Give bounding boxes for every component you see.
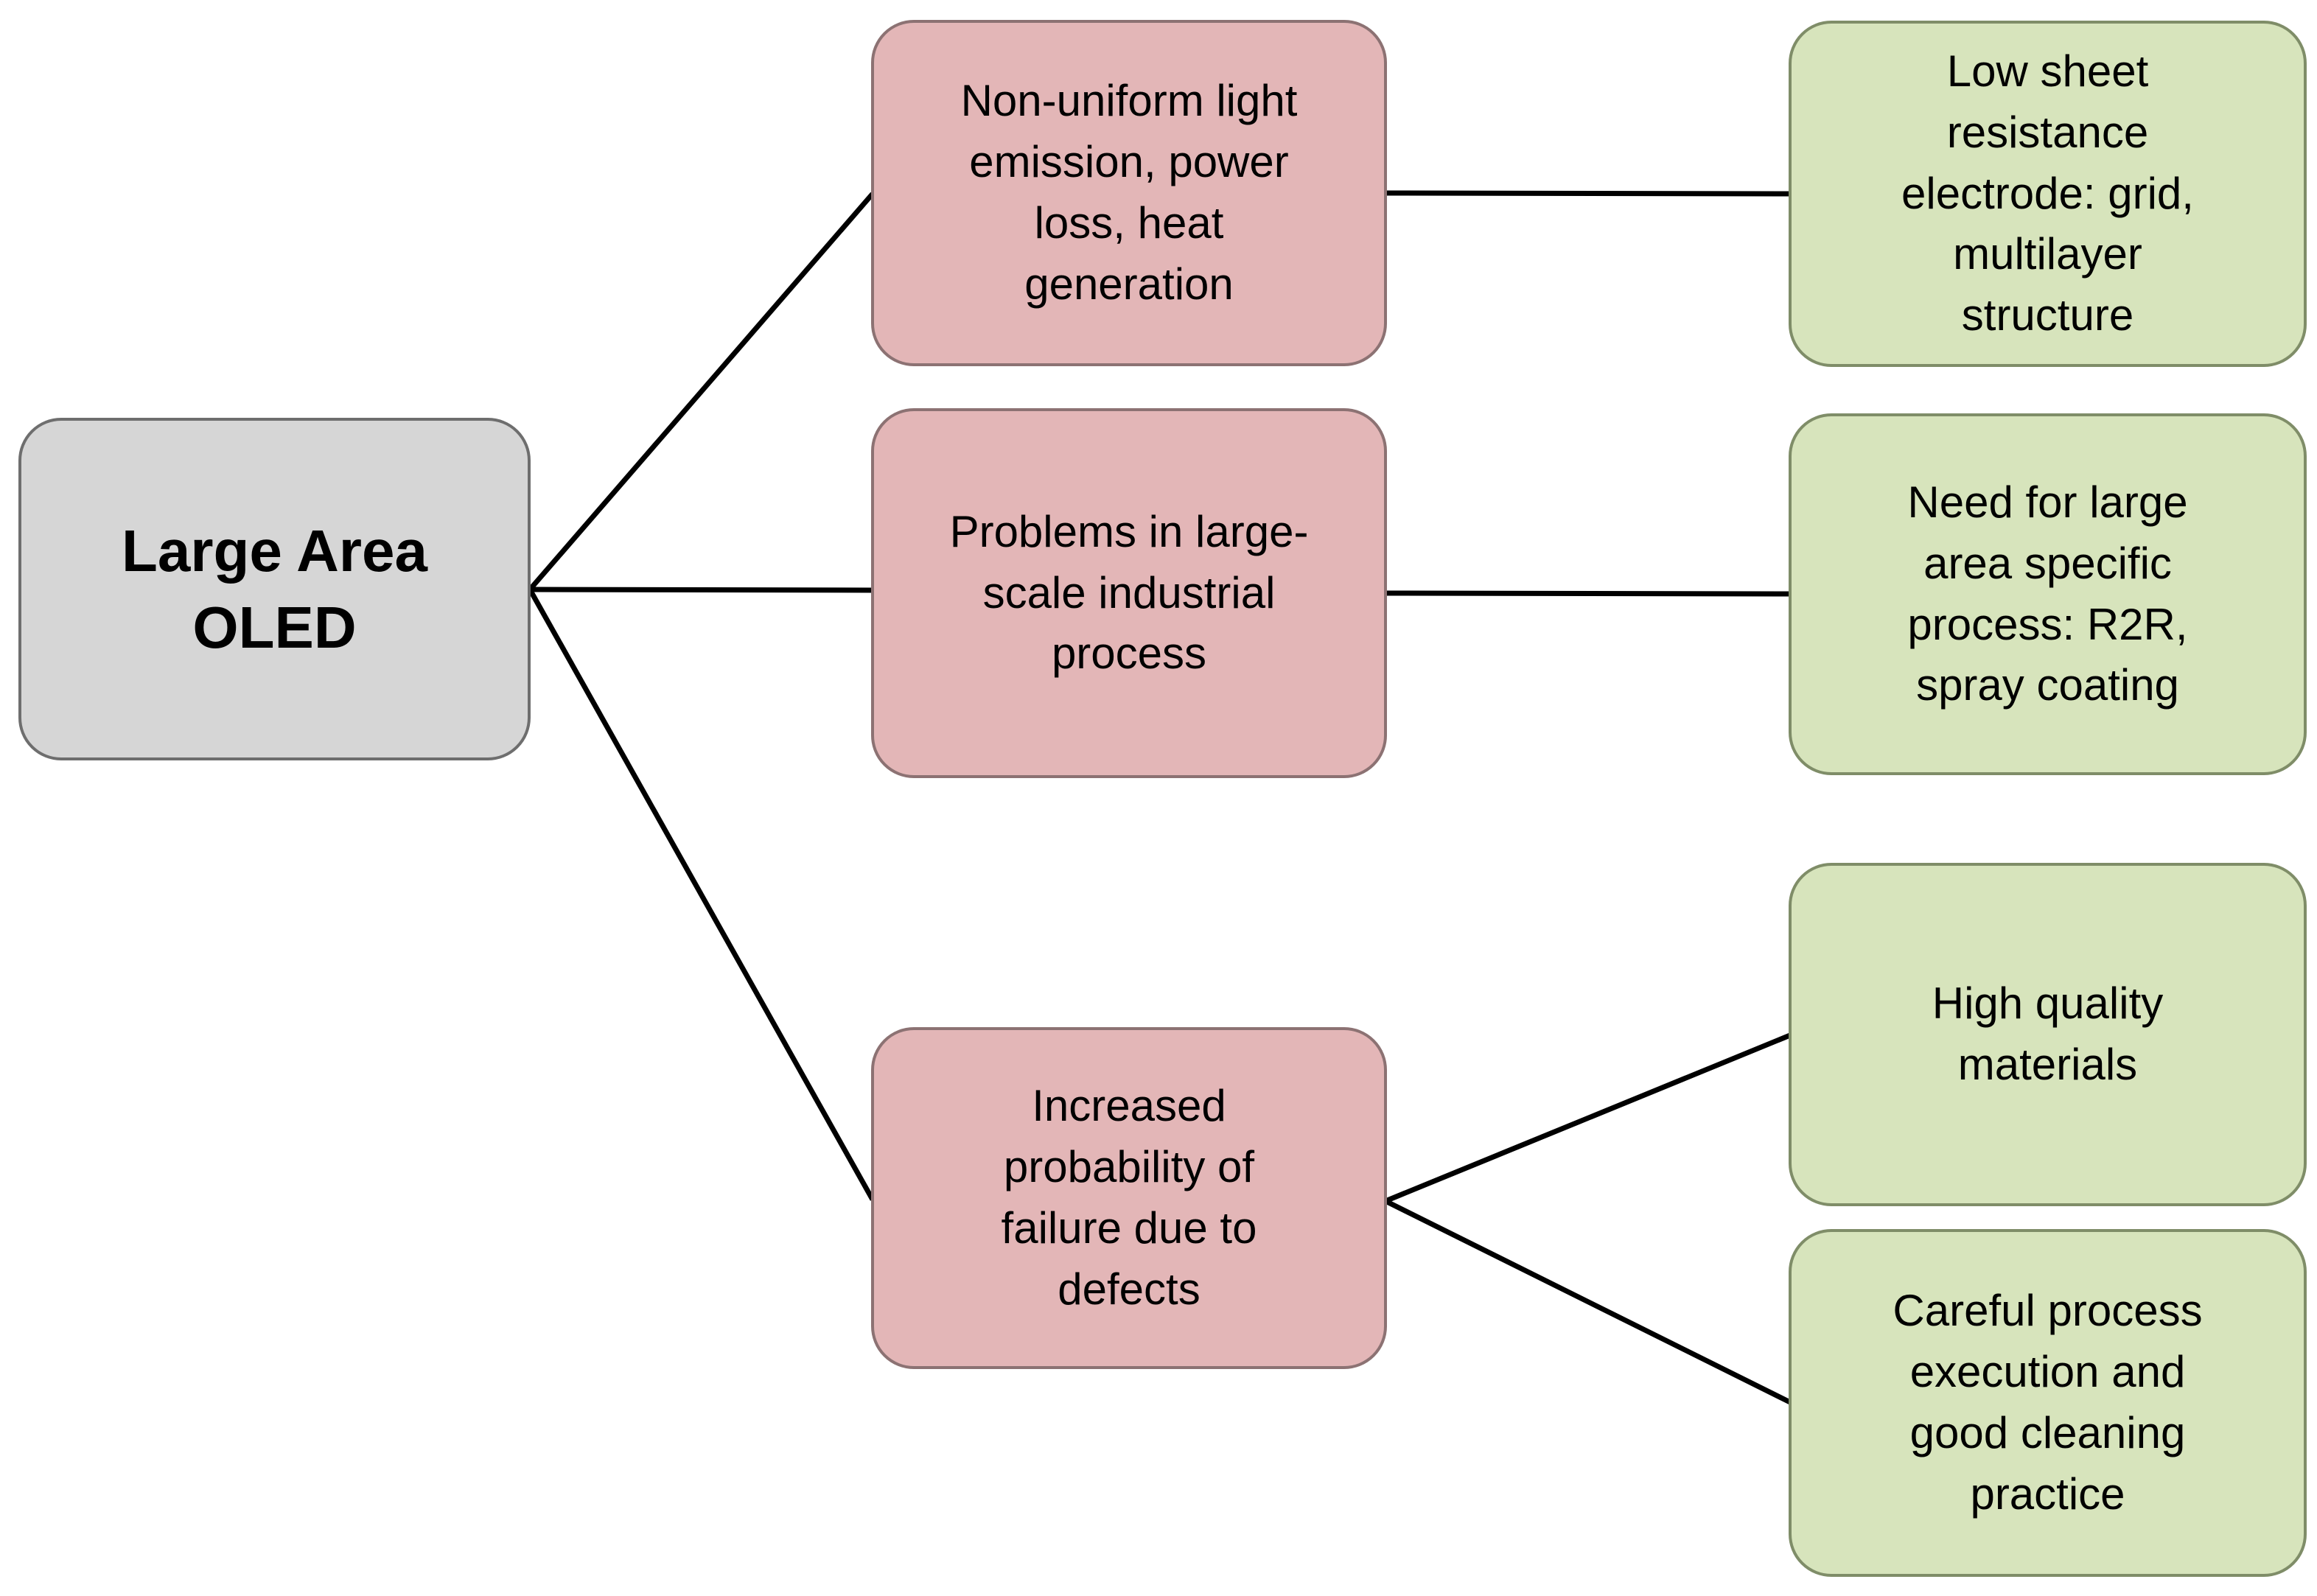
solution-node-label: Careful process execution and good clean…: [1893, 1286, 2203, 1519]
problem-node-failure-defects: Increased probability of failure due to …: [871, 1027, 1387, 1369]
edge-root-p2: [529, 587, 873, 593]
solution-node-label: Low sheet resistance electrode: grid, mu…: [1901, 46, 2194, 340]
problem-node-nonuniform-emission: Non-uniform light emission, power loss, …: [871, 20, 1387, 366]
problem-node-industrial-process: Problems in large- scale industrial proc…: [871, 408, 1387, 778]
root-node-label: Large Area OLED: [122, 517, 427, 660]
solution-node-large-area-process: Need for large area specific process: R2…: [1789, 413, 2307, 775]
edge-p1-s1: [1385, 190, 1791, 197]
solution-node-low-sheet-resistance: Low sheet resistance electrode: grid, mu…: [1789, 21, 2307, 367]
problem-node-label: Non-uniform light emission, power loss, …: [960, 76, 1298, 309]
solution-node-high-quality-materials: High quality materials: [1789, 863, 2307, 1206]
edge-root-p3: [527, 588, 876, 1201]
edge-p2-s2: [1385, 590, 1791, 597]
edge-p3-s4: [1384, 1198, 1792, 1405]
solution-node-label: High quality materials: [1932, 979, 2164, 1089]
edge-root-p1: [528, 192, 875, 592]
problem-node-label: Increased probability of failure due to …: [1001, 1081, 1257, 1314]
edge-p3-s3: [1384, 1032, 1792, 1204]
root-node-large-area-oled: Large Area OLED: [18, 418, 531, 760]
solution-node-label: Need for large area specific process: R2…: [1907, 477, 2188, 710]
problem-node-label: Problems in large- scale industrial proc…: [949, 506, 1309, 679]
solution-node-careful-process: Careful process execution and good clean…: [1789, 1229, 2307, 1577]
